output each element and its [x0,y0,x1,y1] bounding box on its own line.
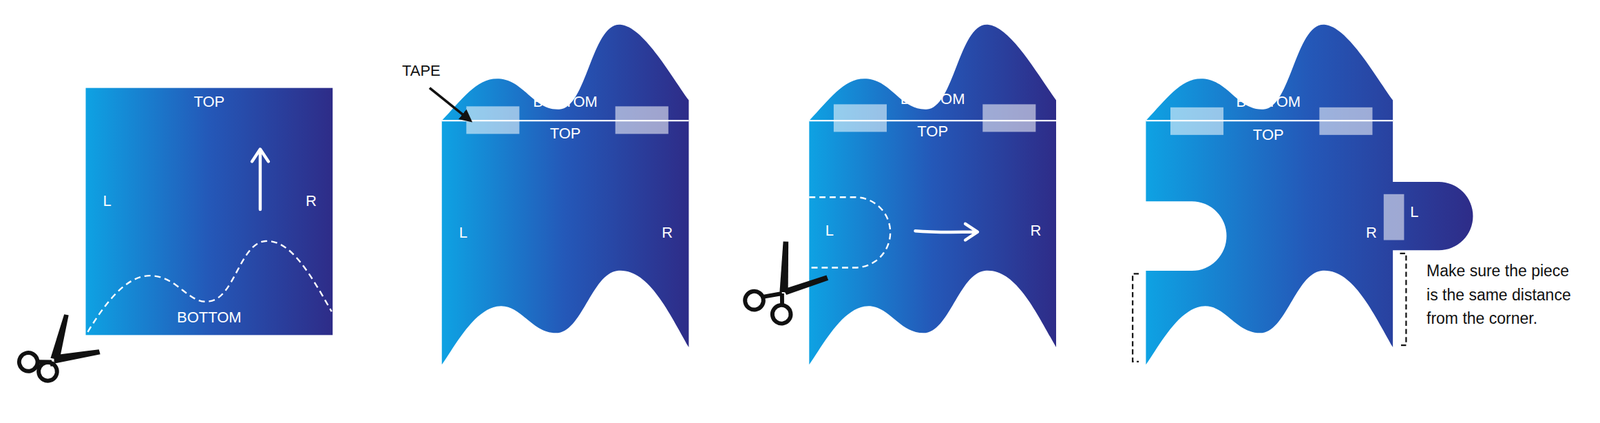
edge-label: BOTTOM [900,91,966,107]
edge-label: TOP [917,123,949,140]
cut-tab: L [1392,181,1475,250]
instruction-note: Make sure the piece is the same distance… [1426,258,1575,331]
edge-label: R [1365,225,1377,241]
tape-callout: TAPE [402,63,441,79]
edge-label: TOP [550,125,582,142]
paper-square [86,88,334,336]
edge-label: TOP [1253,127,1284,143]
edge-label: R [661,225,673,241]
edge-label: R [1029,223,1041,239]
distance-bracket [1132,273,1139,361]
edge-label: L [825,223,834,239]
edge-label: TOP [193,94,225,110]
edge-label: L [103,193,112,209]
edge-label: BOTTOM [176,309,242,325]
edge-label: BOTTOM [1235,94,1301,110]
distance-bracket [1400,253,1407,345]
tessellation-piece [1145,24,1473,365]
taped-paper: BOTTOM TOP L R [441,20,690,368]
edge-label: R [305,193,317,209]
edge-label: L [1409,204,1419,220]
tessellation-piece: BOTTOM TOP R [1145,20,1393,368]
edge-label: L [459,225,468,241]
edge-label: BOTTOM [532,94,598,110]
taped-paper [429,24,689,365]
taped-paper-cut: BOTTOM TOP L R [808,20,1057,368]
scissors-icon [735,234,835,330]
scissors-icon [9,307,104,387]
paper-square: TOP L R BOTTOM [86,87,334,335]
taped-paper-cut [808,24,1057,365]
